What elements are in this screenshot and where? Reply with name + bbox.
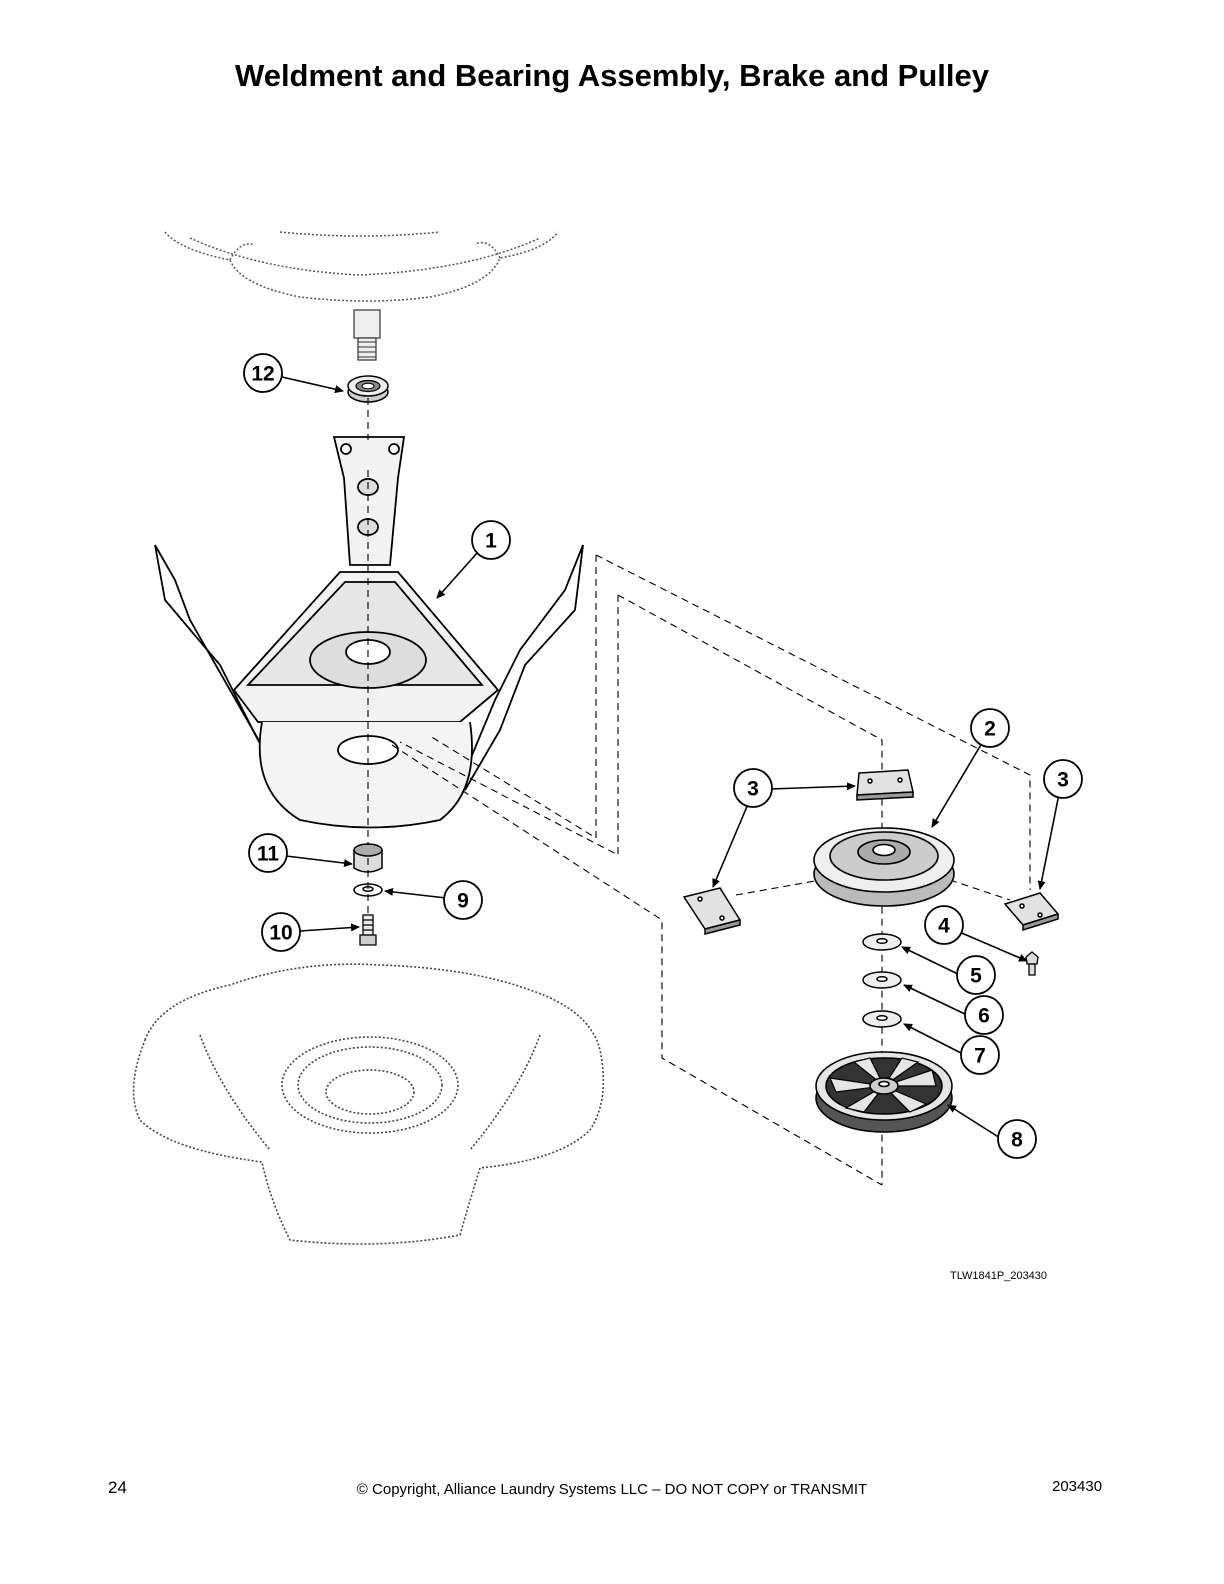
callout-labels: 12 1 2 3 3 4 5 6 7 8 9 10 11 bbox=[251, 363, 1069, 1152]
callout-leaders bbox=[281, 376, 1060, 1139]
callout-label: 11 bbox=[257, 843, 280, 866]
callout-circle-10 bbox=[261, 912, 301, 952]
callout-label: 10 bbox=[269, 922, 292, 945]
callout-circle-4 bbox=[924, 905, 964, 945]
screw-part-4 bbox=[1025, 951, 1039, 976]
callout-circle-6 bbox=[964, 995, 1004, 1035]
callout-circle-9 bbox=[443, 880, 483, 920]
callout-label: 7 bbox=[974, 1045, 986, 1068]
callout-label: 9 bbox=[457, 890, 469, 913]
pulley-part-8 bbox=[815, 1051, 953, 1133]
callout-label: 12 bbox=[251, 363, 274, 386]
callout-label: 6 bbox=[978, 1005, 990, 1028]
washer-part-7 bbox=[862, 1010, 902, 1028]
weldment-part-1 bbox=[154, 436, 584, 829]
callout-circle-8 bbox=[997, 1119, 1037, 1159]
callout-label: 8 bbox=[1011, 1129, 1023, 1152]
callout-circle-3-left bbox=[733, 768, 773, 808]
shaft-stub bbox=[353, 309, 381, 361]
figure-code: TLW1841P_203430 bbox=[950, 1270, 1048, 1282]
callout-circles bbox=[243, 353, 1083, 1159]
brake-drum-part-2 bbox=[813, 827, 955, 907]
callout-label: 3 bbox=[1057, 769, 1069, 792]
callout-circle-5 bbox=[956, 955, 996, 995]
callout-label: 3 bbox=[747, 778, 759, 801]
tub-outline-bottom bbox=[132, 963, 605, 1245]
brake-pad-part-3 bbox=[682, 769, 1060, 935]
washer-part-5 bbox=[862, 933, 902, 951]
tub-outline-top bbox=[164, 231, 559, 302]
washer-part-6 bbox=[862, 971, 902, 989]
page-number: 24 bbox=[108, 1478, 127, 1497]
callout-label: 1 bbox=[485, 530, 497, 553]
callout-circle-2 bbox=[970, 708, 1010, 748]
callout-label: 4 bbox=[938, 915, 950, 938]
page-title: Weldment and Bearing Assembly, Brake and… bbox=[235, 58, 989, 93]
callout-circle-1 bbox=[471, 520, 511, 560]
callout-circle-11 bbox=[248, 833, 288, 873]
bolt-part-10 bbox=[359, 914, 377, 946]
callout-label: 2 bbox=[984, 718, 996, 741]
copyright-notice: © Copyright, Alliance Laundry Systems LL… bbox=[356, 1481, 868, 1498]
bearing-part-12 bbox=[347, 375, 389, 403]
callout-circle-12 bbox=[243, 353, 283, 393]
callout-label: 5 bbox=[970, 965, 982, 988]
assembly-guide-lines bbox=[367, 398, 1031, 1186]
callout-circle-7 bbox=[960, 1035, 1000, 1075]
callout-circle-3-right bbox=[1043, 759, 1083, 799]
document-number: 203430 bbox=[1052, 1478, 1103, 1495]
